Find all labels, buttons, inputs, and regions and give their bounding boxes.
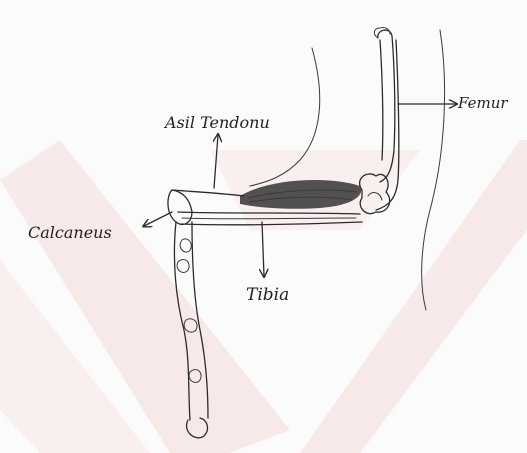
label-calcaneus: Calcaneus xyxy=(28,223,112,242)
label-tendon: Asil Tendonu xyxy=(163,113,270,132)
calcaneus-bone xyxy=(168,190,192,224)
calcaneus-pointer xyxy=(144,212,172,226)
label-tibia: Tibia xyxy=(246,285,289,305)
tibia-pointer xyxy=(262,222,264,276)
label-femur: Femur xyxy=(457,94,508,112)
